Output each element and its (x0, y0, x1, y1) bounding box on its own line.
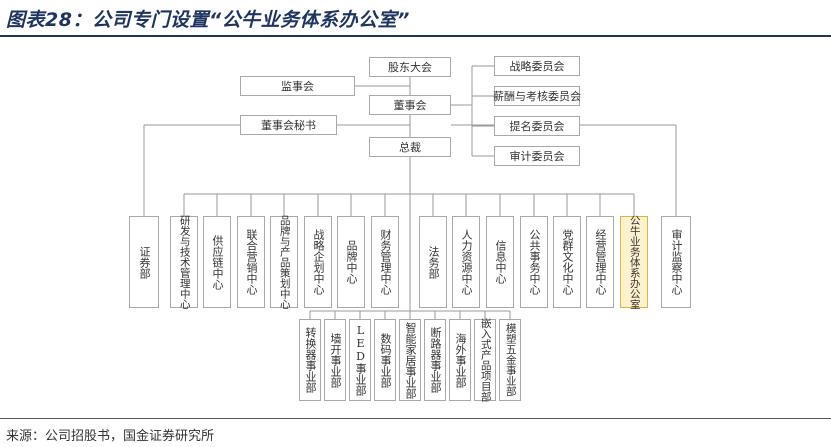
dept-joint-marketing: 联合营销中心 (237, 216, 265, 308)
bu-wall-switch: 墙开事业部 (324, 319, 346, 401)
bu-smart-home: 智能家居事业部 (399, 319, 421, 401)
shareholders-meeting-box: 股东大会 (369, 57, 451, 77)
committee-nomination: 提名委员会 (494, 116, 580, 136)
dept-public-affairs: 公共事务中心 (520, 216, 548, 308)
committee-strategy: 战略委员会 (494, 56, 580, 76)
dept-human-resources: 人力资源中心 (452, 216, 480, 308)
board-secretary-box: 董事会秘书 (240, 115, 337, 135)
dept-securities: 证券部 (129, 216, 159, 308)
bu-overseas: 海外事业部 (449, 319, 471, 401)
bu-digital: 数码事业部 (374, 319, 396, 401)
bu-embedded-products: 嵌入式产品项目部 (474, 318, 496, 402)
dept-information: 信息中心 (486, 216, 514, 308)
dept-brand: 品牌中心 (337, 216, 365, 308)
bu-led: LED事业部 (349, 319, 371, 401)
bu-molded-hardware: 模塑五金事业部 (499, 319, 521, 401)
dept-audit-supervision: 审计监察中心 (661, 216, 691, 308)
dept-operations-management: 经营管理中心 (586, 216, 614, 308)
title-rule (0, 35, 831, 37)
bu-converter: 转换器事业部 (299, 319, 321, 401)
figure-title: 图表28：公司专门设置“公牛业务体系办公室” (6, 9, 410, 31)
dept-strategic-planning: 战略企划中心 (304, 216, 332, 308)
bu-circuit-breaker: 断路器事业部 (424, 319, 446, 401)
committee-compensation: 薪酬与考核委员会 (493, 86, 581, 106)
president-box: 总裁 (369, 137, 451, 157)
dept-brand-product-planning: 品牌与产品策划中心 (270, 215, 298, 309)
committee-audit: 审计委员会 (494, 146, 580, 166)
dept-legal: 法务部 (419, 216, 447, 308)
dept-bull-business-office: 公牛业务体系办公室 (620, 215, 648, 309)
supervisory-board-box: 监事会 (240, 76, 355, 96)
figure-source: 来源：公司招股书，国金证券研究所 (6, 429, 215, 444)
dept-party-culture: 党群文化中心 (553, 216, 581, 308)
board-of-directors-box: 董事会 (369, 95, 451, 115)
dept-supply-chain: 供应链中心 (203, 216, 231, 308)
dept-finance: 财务管理中心 (371, 216, 399, 308)
dept-rd-technology: 研发与技术管理中心 (170, 215, 198, 309)
source-rule (0, 418, 831, 419)
